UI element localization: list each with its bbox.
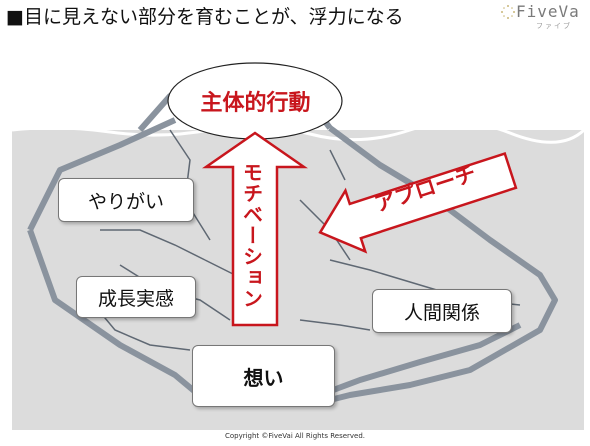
box-thoughts: 想い [192,345,335,407]
logo-text: FiveVa [516,2,580,21]
box-relationships: 人間関係 [372,289,512,333]
box-growth: 成長実感 [76,276,196,318]
copyright-text: Copyright ©FiveVai All Rights Reserved. [224,432,366,440]
water-surface [11,120,586,144]
box-fulfillment: やりがい [58,178,194,222]
top-action-label: 主体的行動 [200,91,311,116]
brand-logo: FiveVa ファイブ [498,2,588,32]
sparkle-icon [501,5,515,19]
logo-subtext: ファイブ [536,22,572,30]
page-title: ■目に見えない部分を育むことが、浮力になる [6,6,404,28]
approach-arrow [318,151,518,254]
motivation-arrow [202,131,308,327]
motivation-label: モチベーション [239,161,264,309]
